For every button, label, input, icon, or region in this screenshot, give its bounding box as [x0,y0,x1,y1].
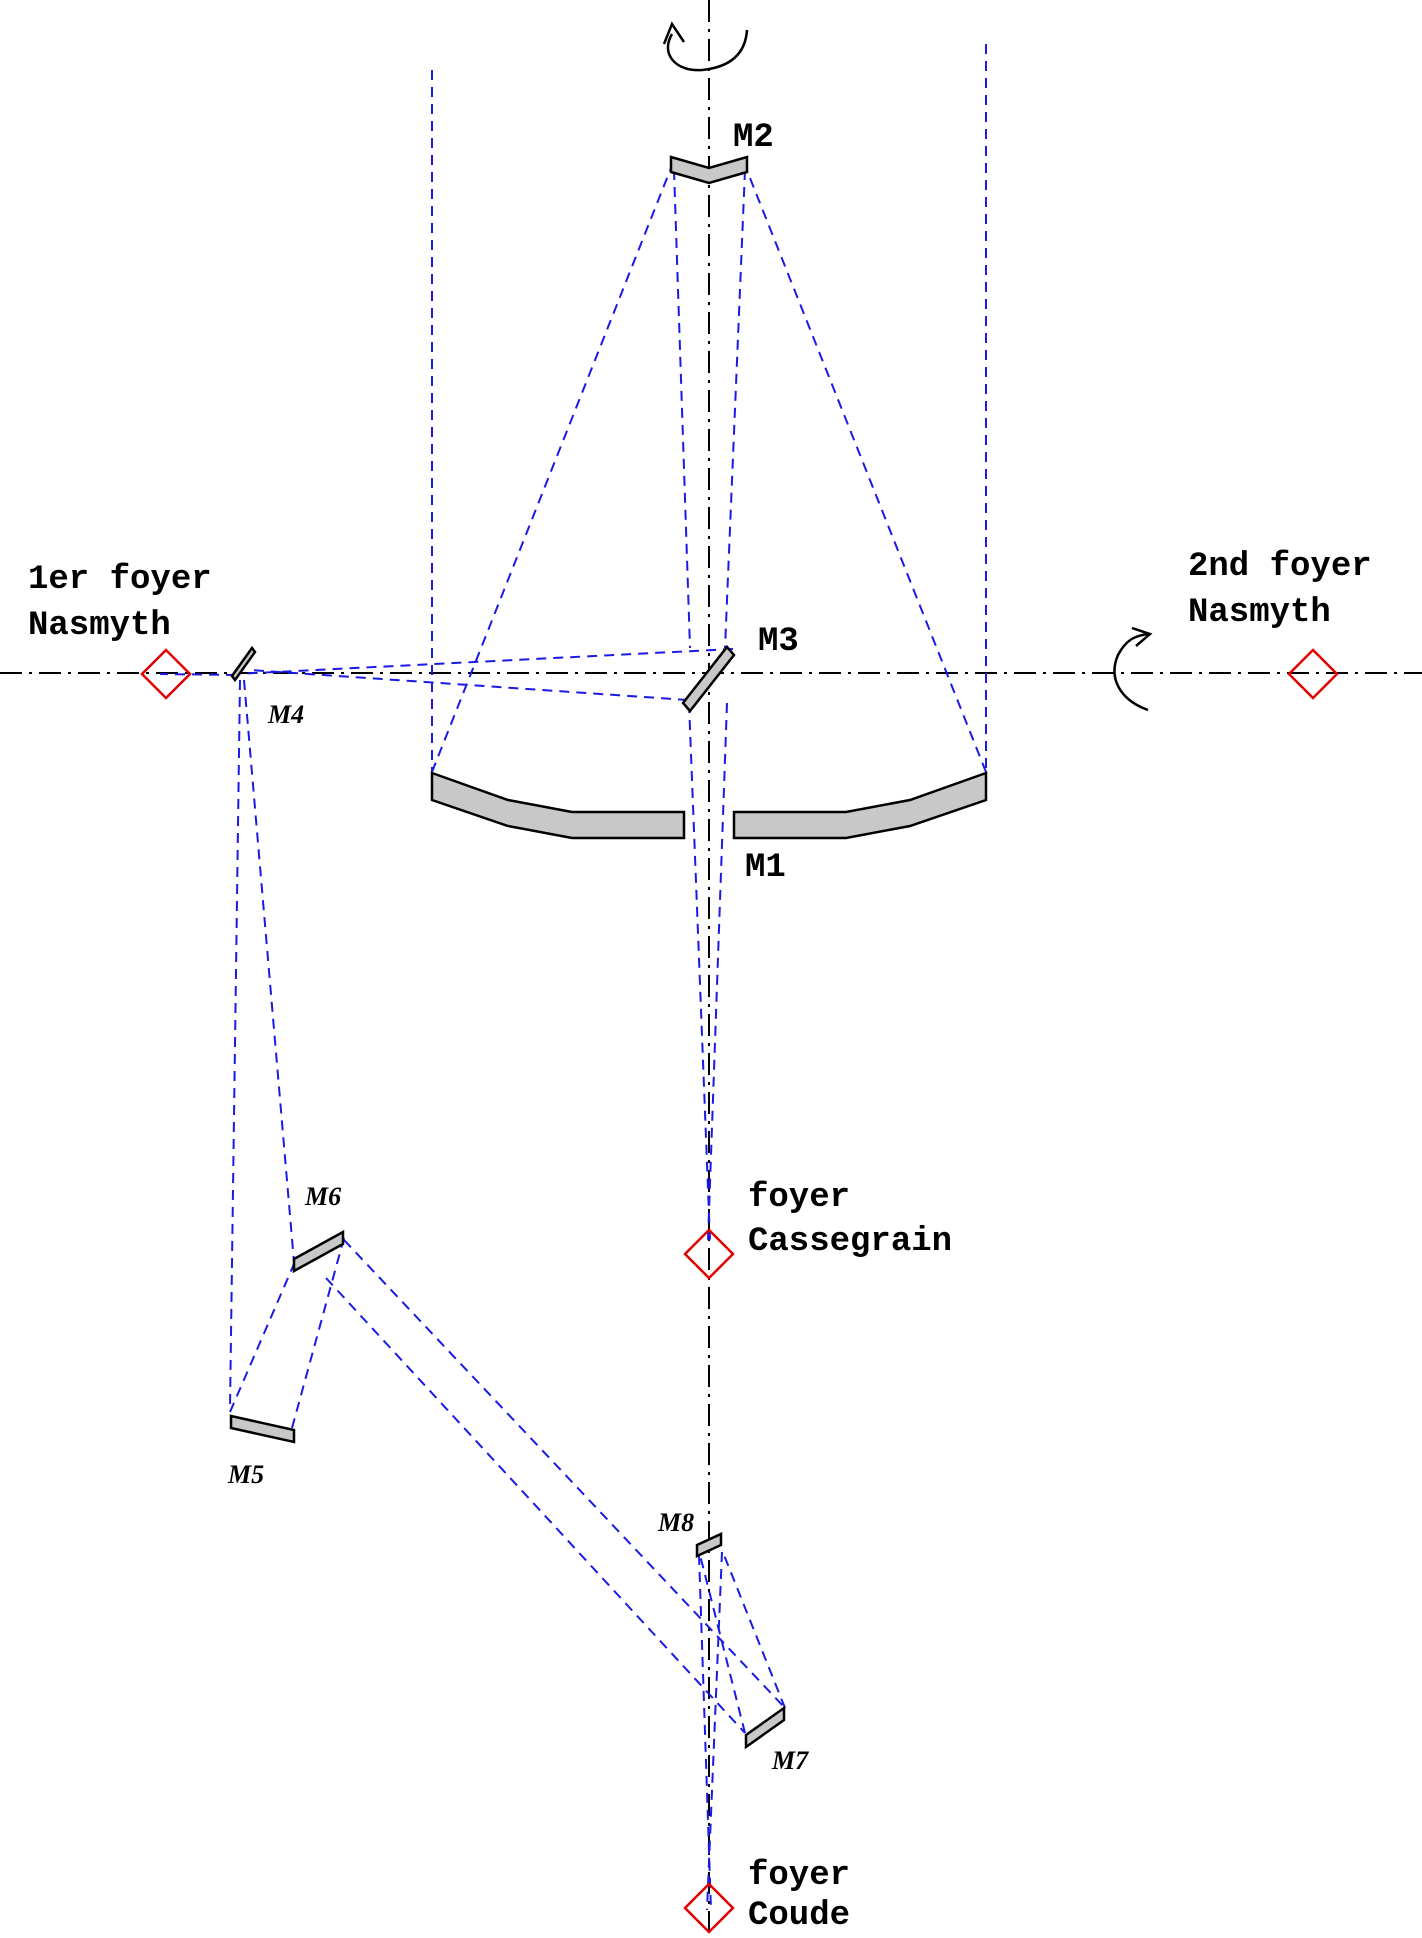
ray-m2-cass-a [688,702,711,1241]
mirror-m1-left [430,771,686,840]
ray-m2-cass-b [707,702,728,1241]
mirror-m1-right [732,771,988,840]
focus-nasmyth-1-marker [140,648,192,700]
label-m8: M8 [657,1508,694,1537]
label-cassegrain-line2: Cassegrain [748,1223,952,1261]
ray-m7-m8-a [699,1554,746,1734]
label-m5: M5 [227,1460,264,1489]
label-m3: M3 [758,623,799,661]
ray-m6-m7-a [325,1277,746,1734]
ray-m3-m4-b [249,669,689,701]
ray-m5-m6-a [229,1263,295,1413]
focus-nasmyth-2-marker [1287,648,1339,700]
mirror-m4 [230,645,257,683]
mirror-m8 [695,1532,723,1558]
ray-m4-m6 [243,679,295,1263]
ray-m3-m4-a [235,648,734,675]
label-coude-line2: Coude [748,1897,850,1935]
ray-m4-m5 [229,679,241,1409]
ray-m1-m2-right [745,167,987,773]
label-cassegrain-line1: foyer [748,1179,850,1217]
ray-m4-nasmyth [159,673,237,676]
ray-m6-m7-b [343,1239,786,1709]
rotation-arrow-right [1113,626,1153,712]
focus-coude-marker [683,1882,735,1934]
ray-m2-m3-b [724,169,746,649]
label-m6: M6 [304,1182,341,1211]
ray-m8-coude-b [706,1551,723,1911]
mirror-m6 [292,1229,345,1274]
rotation-arrow-top [662,21,749,72]
ray-m8-coude-a [698,1554,712,1911]
label-coude-line1: foyer [748,1857,850,1895]
label-nasmyth-2-line2: Nasmyth [1188,594,1331,632]
label-nasmyth-1-line1: 1er foyer [28,561,212,599]
mirror-m5 [229,1414,296,1444]
focus-cassegrain-marker [683,1228,735,1280]
label-nasmyth-2-line1: 2nd foyer [1188,548,1372,586]
mirror-m3 [681,645,736,713]
label-m1: M1 [745,849,786,887]
mirror-m7 [744,1705,786,1750]
ray-m2-m3-a [673,169,691,649]
label-m4: M4 [267,700,304,729]
label-m2: M2 [733,119,774,157]
ray-m7-m8-b [721,1549,786,1709]
ray-m1-m2-left [431,167,672,773]
mirror-m2 [669,155,749,185]
label-m7: M7 [771,1746,809,1775]
label-nasmyth-1-line2: Nasmyth [28,607,171,645]
